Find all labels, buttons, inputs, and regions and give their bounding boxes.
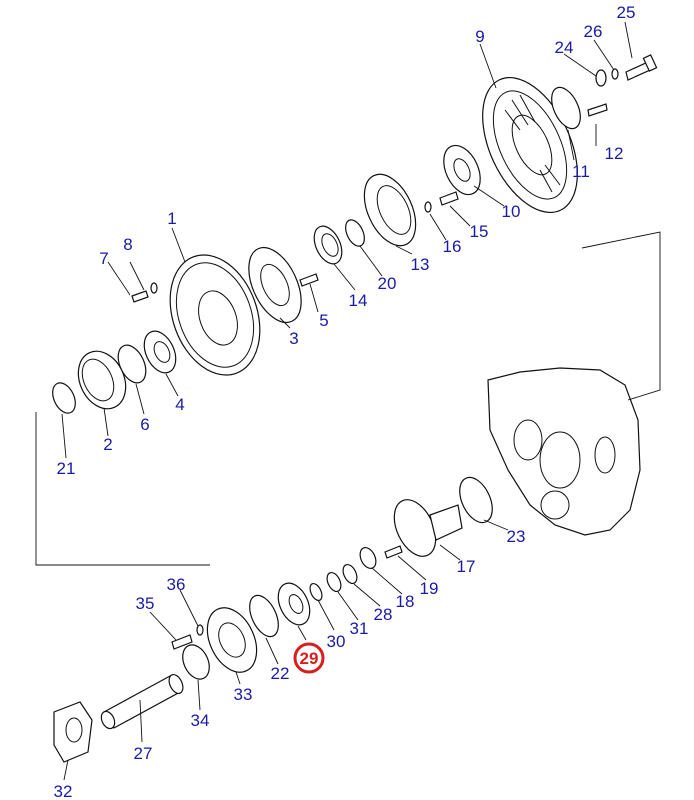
part-22-ring	[249, 594, 279, 638]
part-18-ring	[359, 547, 377, 569]
part-12-bolt	[587, 103, 608, 117]
label-30: 30	[327, 632, 346, 651]
label-13: 13	[411, 255, 430, 274]
label-24: 24	[555, 38, 574, 57]
label-29: 29	[300, 649, 319, 668]
label-5: 5	[319, 311, 328, 330]
label-17: 17	[457, 557, 476, 576]
label-16: 16	[443, 237, 462, 256]
part-27-shaft	[100, 673, 184, 730]
part-26-washer	[611, 68, 619, 80]
guide-line-left	[35, 412, 210, 566]
label-14: 14	[349, 291, 368, 310]
part-23-ring	[459, 476, 493, 524]
label-18: 18	[396, 592, 415, 611]
part-36-washer	[196, 624, 204, 636]
part-29-gear	[277, 582, 311, 626]
part-28-ring	[342, 563, 358, 585]
part-30-ring	[309, 582, 323, 602]
label-8: 8	[123, 235, 132, 254]
label-6: 6	[140, 415, 149, 434]
label-23: 23	[507, 527, 526, 546]
part-34-bearing	[182, 644, 210, 680]
label-7: 7	[99, 249, 108, 268]
part-19-bolt	[384, 545, 403, 559]
transmission-case	[487, 367, 641, 536]
label-22: 22	[271, 664, 290, 683]
label-9: 9	[475, 27, 484, 46]
guide-line-upper	[581, 231, 661, 401]
label-15: 15	[470, 222, 489, 241]
part-8-washer	[150, 282, 158, 294]
leader-lines	[61, 21, 633, 781]
part-4-carrier	[143, 330, 177, 374]
part-15-bolt	[439, 191, 459, 206]
label-34: 34	[191, 711, 210, 730]
label-25: 25	[617, 3, 636, 22]
part-24-washer	[595, 69, 607, 87]
part-20-ring	[345, 219, 365, 247]
part-11-ring	[551, 86, 581, 130]
label-2: 2	[103, 435, 112, 454]
part-25-bolt	[625, 54, 658, 81]
label-28: 28	[374, 605, 393, 624]
part-32-yoke	[53, 701, 93, 763]
label-21: 21	[57, 459, 76, 478]
part-1-gear	[169, 254, 261, 376]
label-35: 35	[136, 594, 155, 613]
label-36: 36	[167, 575, 186, 594]
label-12: 12	[605, 144, 624, 163]
part-17-flange	[393, 499, 463, 557]
part-13-bearing	[363, 173, 417, 247]
part-33-cover	[206, 607, 258, 673]
label-26: 26	[584, 22, 603, 41]
part-5-bolt	[299, 273, 319, 287]
label-1: 1	[167, 209, 176, 228]
part-21-ring	[52, 382, 76, 414]
label-4: 4	[175, 395, 184, 414]
part-7-bolt	[131, 290, 149, 303]
label-10: 10	[502, 202, 521, 221]
label-31: 31	[350, 619, 369, 638]
part-14-bearing	[313, 225, 343, 265]
label-19: 19	[420, 579, 439, 598]
part-2-gear	[77, 350, 127, 410]
label-20: 20	[378, 274, 397, 293]
label-32: 32	[54, 782, 73, 800]
highlight-circle	[293, 642, 325, 674]
label-33: 33	[234, 685, 253, 704]
label-27: 27	[134, 744, 153, 763]
part-31-ring	[326, 571, 342, 593]
part-10-hub	[443, 144, 481, 196]
part-16-washer	[424, 201, 432, 213]
label-11: 11	[572, 162, 590, 181]
label-3: 3	[289, 329, 298, 348]
part-35-bolt	[171, 634, 193, 650]
part-3-plate	[248, 246, 302, 324]
part-9-housing	[482, 76, 578, 214]
